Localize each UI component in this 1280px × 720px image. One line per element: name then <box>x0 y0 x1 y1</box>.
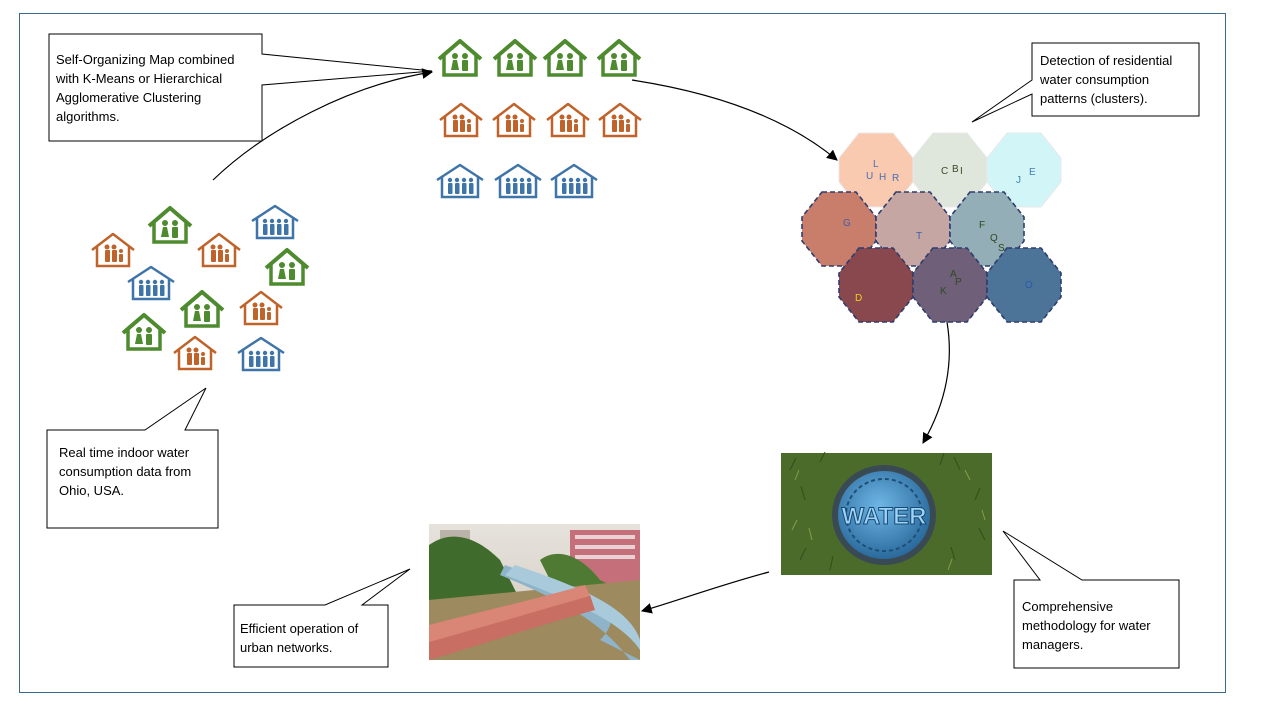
hex-cell-label: Q <box>990 233 998 244</box>
house-icon <box>492 39 538 77</box>
house-icon <box>597 102 643 138</box>
house-icon <box>435 163 485 199</box>
realtime-callout-text: Real time indoor water consumption data … <box>59 445 192 498</box>
hex-cell-label: H <box>879 172 886 183</box>
house-icon <box>491 102 537 138</box>
arrow-som-to-map <box>631 79 838 161</box>
house-icon <box>493 163 543 199</box>
comprehensive-callout <box>1002 530 1180 669</box>
detection-callout-text: Detection of residential water consumpti… <box>1040 53 1173 106</box>
detection-callout <box>971 42 1200 123</box>
som-callout <box>48 33 433 142</box>
hex-cell-label: K <box>940 286 947 297</box>
pipeline-photo <box>429 524 640 660</box>
efficient-callout-text: Efficient operation of urban networks. <box>240 621 359 655</box>
house-icon <box>238 290 284 326</box>
house-icon <box>545 102 591 138</box>
house-icon <box>596 39 642 77</box>
hex-cell-label: A <box>950 269 957 280</box>
hex-cell-label: G <box>843 218 851 229</box>
hex-cell-c21 <box>912 247 988 323</box>
water-cover-photo: WATER <box>781 451 992 575</box>
hex-cell-label: C <box>941 166 948 177</box>
house-icon <box>236 336 286 372</box>
hex-cell-label: O <box>1025 280 1033 291</box>
hex-cell-label: D <box>855 293 862 304</box>
raw-household-cluster <box>90 204 310 372</box>
house-icon <box>196 232 242 268</box>
hex-cell-c20 <box>838 247 914 323</box>
house-icon <box>179 290 225 328</box>
comprehensive-callout-text: Comprehensive methodology for water mana… <box>1022 599 1151 652</box>
house-icon <box>438 102 484 138</box>
figure-frame <box>19 13 1226 693</box>
efficient-callout <box>233 568 411 668</box>
hex-cell-c02 <box>986 132 1062 208</box>
organized-households <box>435 39 643 199</box>
hex-cell-label: E <box>1029 167 1036 178</box>
arrow-water-to-network <box>640 571 770 614</box>
hex-cell-label: R <box>892 173 899 184</box>
house-icon <box>549 163 599 199</box>
house-icon <box>437 39 483 77</box>
hex-cell-label: P <box>955 277 962 288</box>
hex-cell-label: L <box>873 159 879 170</box>
arrow-map-to-water <box>922 321 950 444</box>
hex-cell-label: B <box>952 164 959 175</box>
house-icon <box>147 206 193 244</box>
hex-cell-label: T <box>916 231 922 242</box>
hex-cell-label: U <box>866 171 873 182</box>
hex-cell-label: F <box>979 220 985 231</box>
house-icon <box>90 232 136 268</box>
house-icon <box>126 265 176 301</box>
house-icon <box>264 248 310 286</box>
som-callout-text: Self-Organizing Map combined with K-Mean… <box>56 52 235 124</box>
house-icon <box>172 335 218 371</box>
arrow-data-to-som <box>212 68 434 181</box>
water-cover-text: WATER <box>842 503 927 530</box>
flow-arrows <box>212 68 950 614</box>
hex-cell-label: J <box>1016 175 1021 186</box>
house-icon <box>121 313 167 351</box>
hex-cell-c22 <box>986 247 1062 323</box>
house-icon <box>542 39 588 77</box>
hex-cell-label: S <box>998 243 1005 254</box>
realtime-callout <box>46 387 219 529</box>
hex-cell-label: I <box>960 166 963 177</box>
house-icon <box>250 204 300 240</box>
